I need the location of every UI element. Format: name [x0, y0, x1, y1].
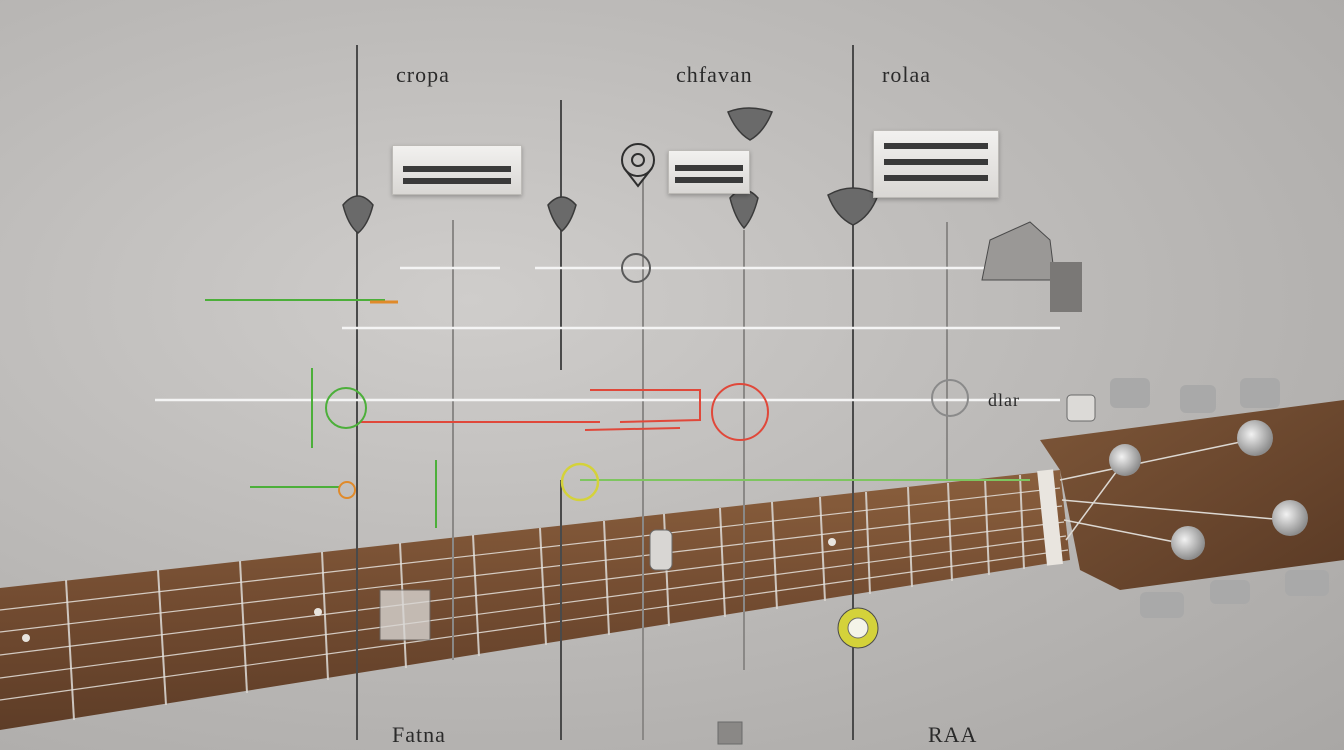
top-middle-label: chfavan: [676, 62, 753, 87]
guitar-headstock: [1037, 378, 1344, 618]
mid-right-label: dlar: [988, 390, 1020, 410]
green-string-line: [205, 299, 1030, 528]
top-left-label: cropa: [396, 62, 450, 87]
chord-shape-icon: [325, 253, 1096, 745]
horizontal-grid-lines: [155, 266, 1060, 402]
light-vertical-lines: [452, 180, 948, 740]
top-right-label: rolaa: [882, 62, 931, 87]
tuning-peg-icon: [1109, 378, 1329, 618]
bottom-left-label: Fatna: [392, 722, 446, 747]
sign-placard-left: [392, 145, 522, 195]
amp-shape-icon: [981, 221, 1082, 312]
map-pin-icon: [621, 143, 655, 188]
red-chord-shape: [360, 383, 769, 441]
guitar-neck: [0, 470, 1070, 730]
sign-placard-middle: [668, 150, 750, 194]
guitar-pick-icon: [342, 107, 879, 234]
bottom-right-label: RAA: [928, 722, 978, 747]
sign-placard-right: [873, 130, 999, 198]
